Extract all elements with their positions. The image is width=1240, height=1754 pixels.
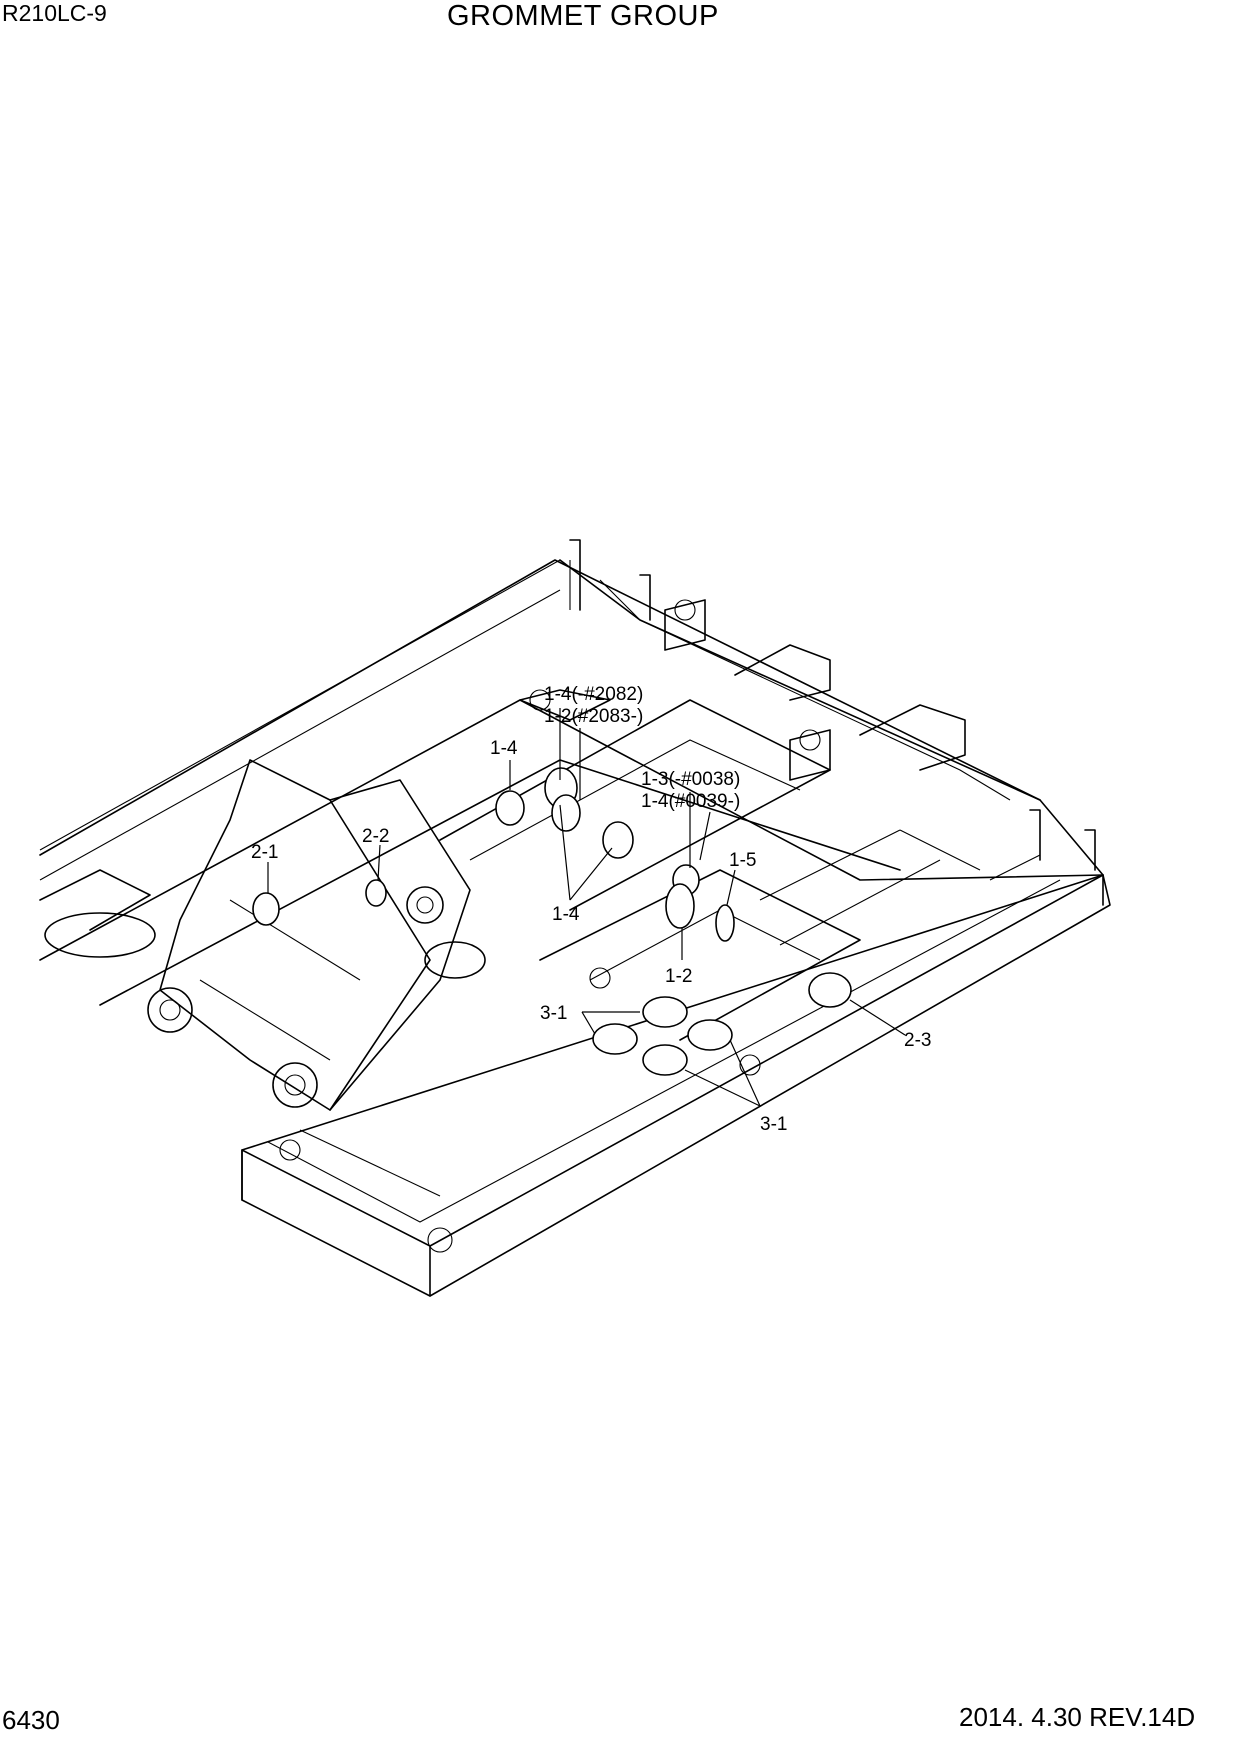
frame-drawing <box>39 539 1111 1297</box>
callout-label: 1-2(#2083-) <box>544 706 643 727</box>
callout-label: 3-1 <box>540 1003 567 1024</box>
leader-lines <box>267 708 906 1107</box>
callout-label: 1-3(-#0038) <box>641 769 740 790</box>
callout-label: 1-4 <box>490 738 518 759</box>
grommet-1-5 <box>715 904 735 942</box>
grommet-1-2 <box>665 883 695 929</box>
callout-label: 2-3 <box>904 1030 931 1051</box>
grommet-1-4-right <box>602 821 634 859</box>
grommet-2-2 <box>365 879 387 907</box>
grommet-2-3 <box>808 972 852 1008</box>
grommet-3-1-c <box>687 1019 733 1051</box>
page-number: 6430 <box>2 1705 60 1735</box>
page-title: GROMMET GROUP <box>447 0 719 32</box>
date-revision: 2014. 4.30 REV.14D <box>959 1702 1196 1732</box>
grommet-3-1-a <box>642 996 688 1028</box>
grommet-3-1-b <box>592 1023 638 1055</box>
callout-label: 2-2 <box>362 826 389 847</box>
callout-label: 1-4(#0039-) <box>641 791 740 812</box>
callout-label: 3-1 <box>760 1114 787 1135</box>
callout-labels: 1-4(-#2082) 1-2(#2083-) 1-4 1-3(-#0038) … <box>251 684 931 1135</box>
callout-label: 2-1 <box>251 842 278 863</box>
model-number: R210LC-9 <box>2 0 107 26</box>
callout-label: 1-2 <box>665 966 692 987</box>
callout-label: 1-4(-#2082) <box>544 684 643 705</box>
grommet-3-1-d <box>642 1044 688 1076</box>
grommet-1-4-lower <box>551 794 581 832</box>
callout-label: 1-5 <box>729 850 756 871</box>
callout-label: 1-4 <box>552 904 580 925</box>
grommet-2-1 <box>252 892 280 926</box>
grommet-1-4-left <box>495 790 525 826</box>
